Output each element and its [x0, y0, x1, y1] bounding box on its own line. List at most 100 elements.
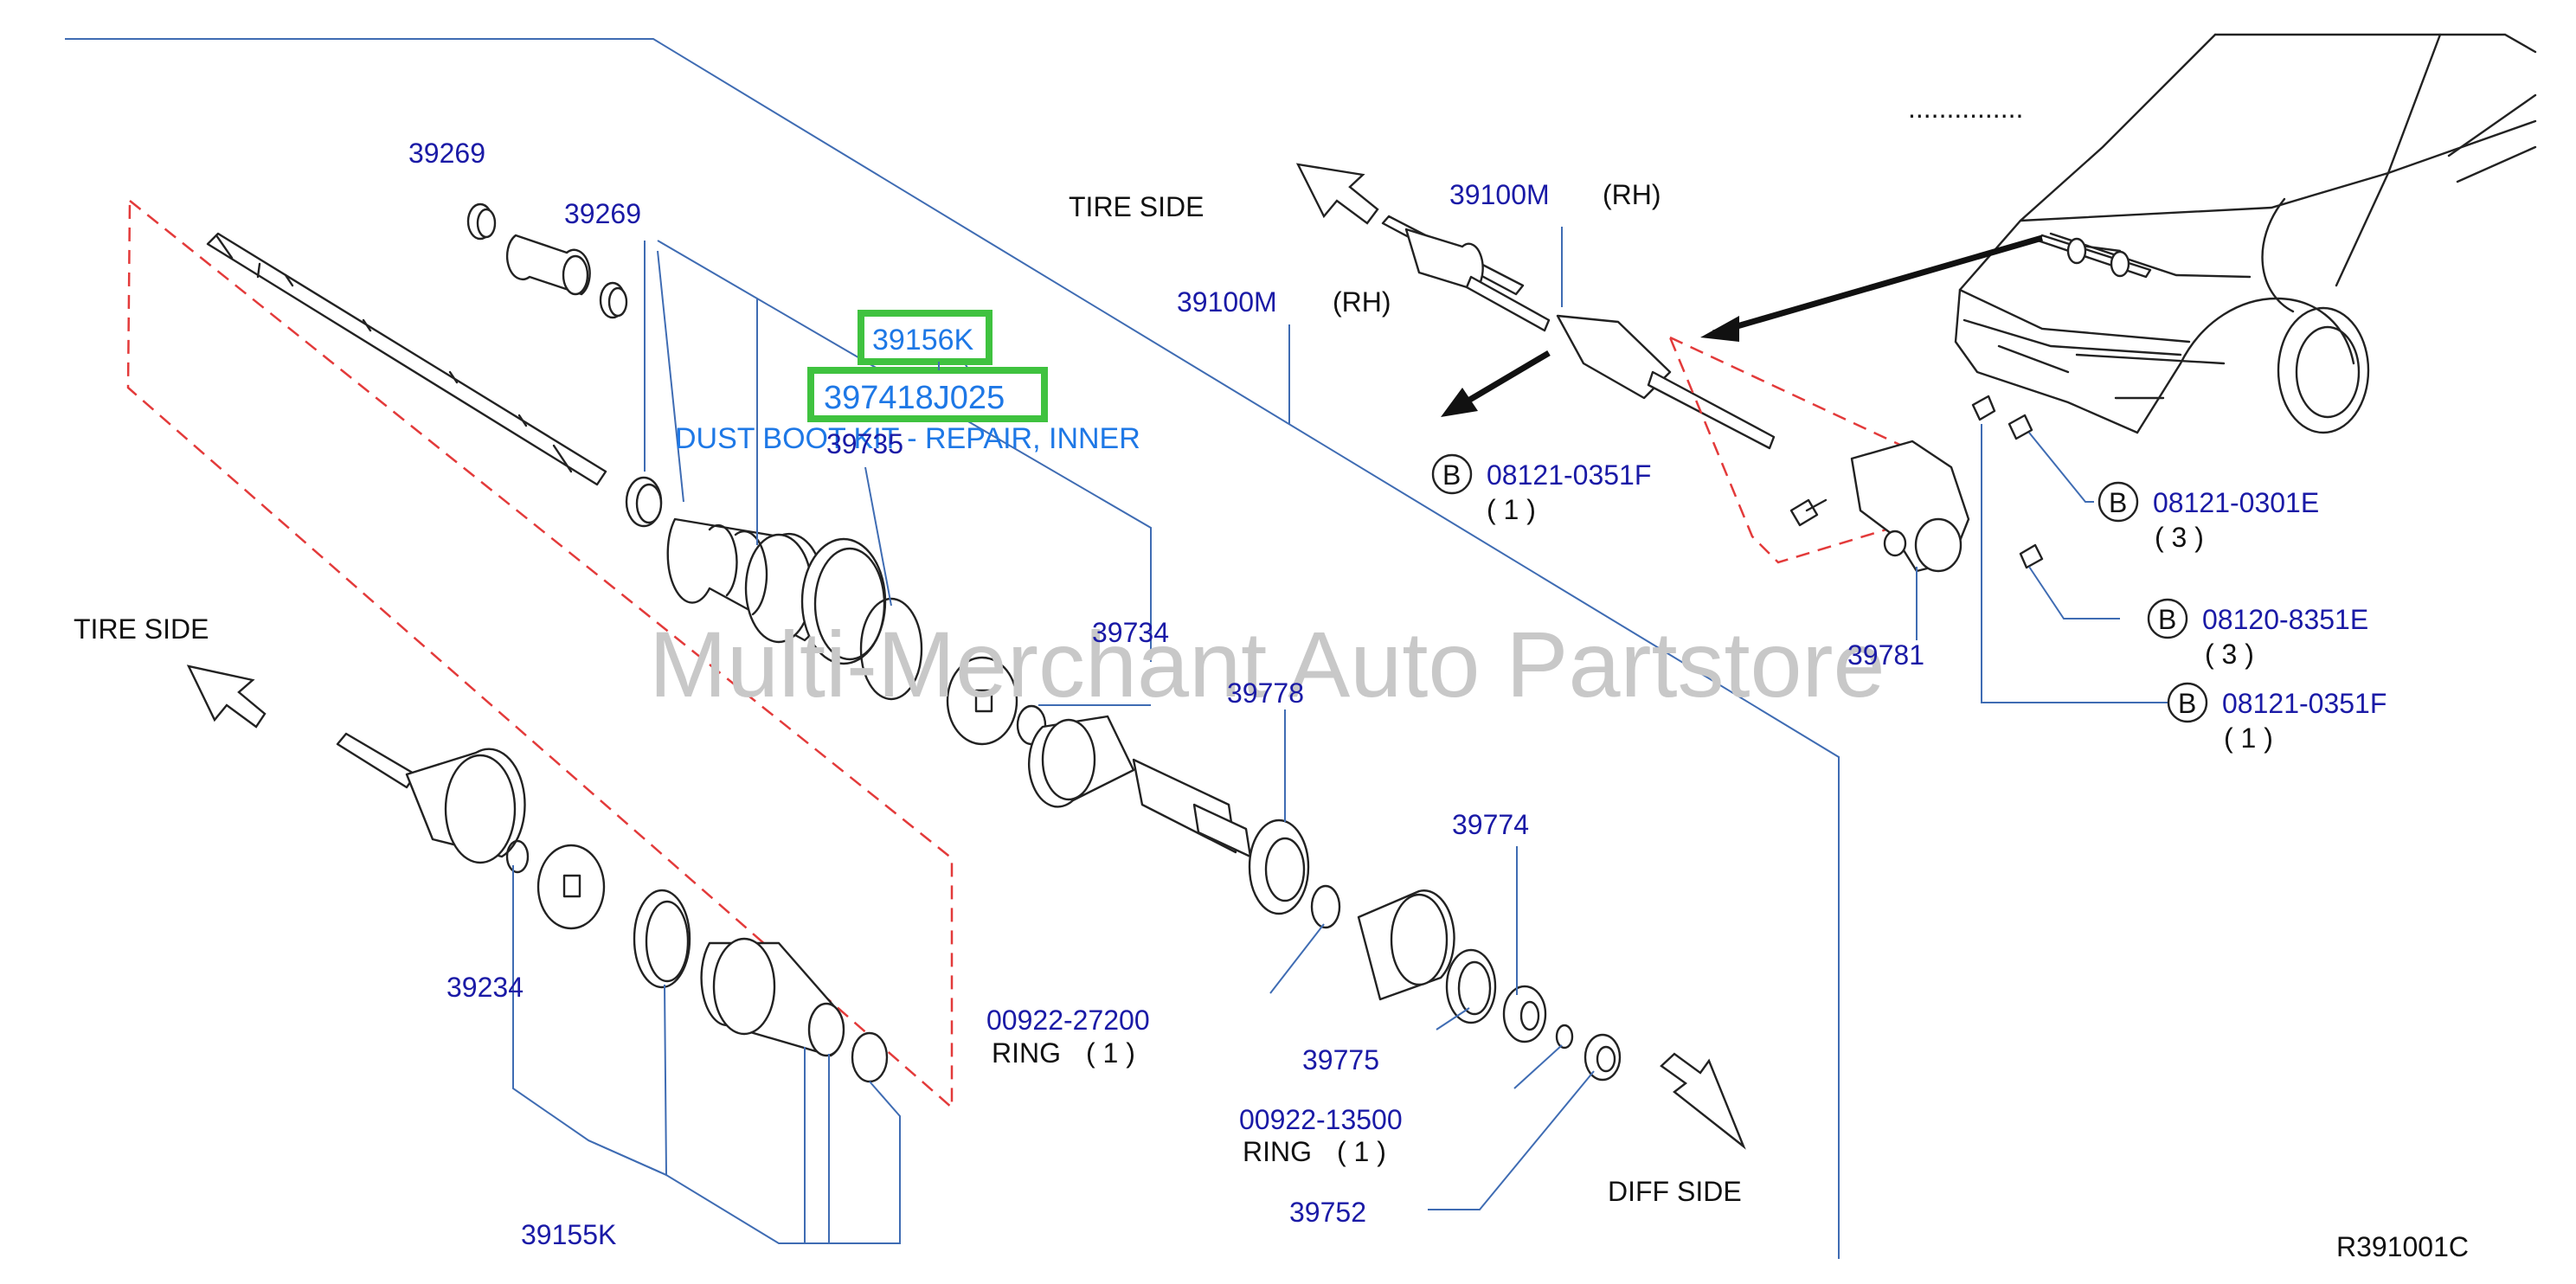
part-label-39781[interactable]: 39781	[1847, 639, 1924, 671]
clamp-39269-b	[599, 281, 628, 319]
b-label-1: B	[1442, 459, 1461, 491]
leader-39735	[864, 466, 892, 607]
ring-label-2: RING	[1243, 1136, 1312, 1167]
part-label-39155k[interactable]: 39155K	[521, 1219, 616, 1250]
vehicle-outline	[1954, 33, 2537, 434]
part-label-397418j025[interactable]: 397418J025	[824, 380, 1005, 416]
part-label-39734[interactable]: 39734	[1092, 617, 1169, 648]
outer-joint-housing	[336, 732, 526, 864]
part-label-39752[interactable]: 39752	[1289, 1197, 1366, 1228]
leader-39155k	[512, 1017, 901, 1244]
diagram-reference-code: R391001C	[2336, 1231, 2469, 1262]
qty-label-d: ( 1 )	[2224, 722, 2273, 754]
watermark: Multi-Merchant Auto Partstore	[649, 612, 1885, 716]
part-label-39775[interactable]: 39775	[1302, 1044, 1379, 1075]
snap-ring-39735	[859, 597, 923, 701]
part-label-08121-0301e[interactable]: 08121-0301E	[2153, 487, 2319, 518]
ring-qty-2: ( 1 )	[1337, 1136, 1386, 1167]
bearing-39774	[1502, 985, 1547, 1043]
drive-shaft-assembly	[1381, 215, 1776, 450]
flange-39775	[1357, 889, 1455, 1001]
clamp-outer-small	[851, 1031, 889, 1083]
leader-39155k-d	[805, 1054, 830, 1244]
part-label-00922-27200[interactable]: 00922-27200	[986, 1005, 1150, 1036]
dotted-note: ...............	[1908, 93, 2023, 124]
seal-39778	[1248, 819, 1310, 915]
part-label-39234[interactable]: 39234	[446, 972, 524, 1003]
tire-side-arrow-top	[1295, 163, 1379, 225]
spider-assembly-39734	[946, 656, 1018, 746]
b-circle-4	[2167, 682, 2208, 723]
part-label-00922-13500[interactable]: 00922-13500	[1239, 1104, 1403, 1135]
washer-39775	[1445, 948, 1497, 1024]
boot-band-small	[625, 476, 663, 528]
leader-08121-0301e	[2028, 432, 2094, 503]
qty-label-b: ( 3 )	[2155, 522, 2204, 553]
b-circle-2	[2097, 481, 2139, 523]
ring-qty-1: ( 1 )	[1086, 1037, 1135, 1069]
phantom-outline-right	[1667, 335, 1931, 564]
part-label-08121-0351f-a[interactable]: 08121-0351F	[1487, 459, 1651, 491]
outer-spider	[536, 844, 606, 930]
tire-side-label-left: TIRE SIDE	[74, 613, 209, 645]
part-label-39774[interactable]: 39774	[1452, 809, 1529, 840]
leader-39752	[1428, 1070, 1595, 1210]
ring-00922-27200	[1310, 884, 1341, 929]
b-label-3: B	[2158, 604, 2176, 635]
dust-boot-inner	[666, 517, 825, 644]
b-circle-3	[2147, 598, 2188, 639]
part-description: DUST BOOT KIT - REPAIR, INNER	[675, 422, 1140, 455]
part-label-39778[interactable]: 39778	[1227, 677, 1304, 709]
part-label-08121-0351f-b[interactable]: 08121-0351F	[2222, 688, 2386, 719]
leader-39775-ring	[1269, 923, 1325, 994]
boot-band-large	[800, 537, 887, 665]
tire-side-arrow-left	[186, 664, 267, 729]
boot-band-outer	[633, 889, 691, 989]
tire-side-label-top: TIRE SIDE	[1069, 191, 1204, 222]
b-label-4: B	[2178, 688, 2196, 719]
b-circle-1	[1431, 453, 1473, 495]
phantom-outline-left	[126, 198, 954, 1110]
part-label-39100m[interactable]: 39100M	[1177, 286, 1277, 318]
leader-39155k-c	[779, 1047, 806, 1244]
leader-08120-8351e	[2028, 566, 2120, 620]
knuckle-bracket-39781	[1850, 440, 1970, 573]
dust-boot-outer	[700, 937, 845, 1057]
bolt-08121-0351f-a	[1789, 498, 1828, 527]
part-label-39100m-top[interactable]: 39100M	[1449, 179, 1550, 210]
diff-side-arrow	[1660, 1052, 1746, 1150]
damper-39269	[505, 234, 591, 296]
b-label-2: B	[2109, 487, 2127, 518]
part-label-08120-8351e[interactable]: 08120-8351E	[2202, 604, 2368, 635]
axle-shaft	[206, 232, 607, 486]
part-label-39735[interactable]: 39735	[826, 428, 903, 459]
arrow-car-to-shaft	[1700, 234, 2043, 342]
leader-ring-13500	[1513, 1044, 1563, 1089]
rh-label: (RH)	[1333, 286, 1391, 318]
ring-00922-13500	[1555, 1024, 1574, 1050]
leader-08121-0351f-b	[1981, 424, 2168, 703]
bolt-08120-8351e	[2019, 543, 2044, 569]
qty-label-a: ( 1 )	[1487, 494, 1536, 525]
leader-39155k-b	[588, 984, 668, 1177]
arrow-shaft-down	[1441, 350, 1551, 417]
part-label-39269-b[interactable]: 39269	[564, 198, 641, 229]
ring-label-1: RING	[992, 1037, 1061, 1069]
highlight-397418j025[interactable]	[807, 367, 1048, 422]
clamp-39269-a	[466, 202, 497, 241]
bolt-08121-0301e	[1971, 395, 2033, 440]
part-label-39156k[interactable]: 39156K	[872, 324, 974, 356]
nut-39752	[1584, 1033, 1622, 1082]
qty-label-c: ( 3 )	[2205, 639, 2254, 670]
highlight-39156k[interactable]	[858, 310, 992, 365]
circlip-39234	[505, 839, 530, 874]
rh-label-top: (RH)	[1603, 179, 1661, 210]
diff-side-label: DIFF SIDE	[1608, 1176, 1742, 1207]
leader-39775	[1436, 1007, 1470, 1030]
leader-39269-b2	[657, 250, 684, 503]
part-label-39269-a[interactable]: 39269	[408, 138, 485, 169]
mini-drive-shaft-on-car	[2036, 234, 2152, 279]
frame-line	[65, 38, 1840, 1259]
